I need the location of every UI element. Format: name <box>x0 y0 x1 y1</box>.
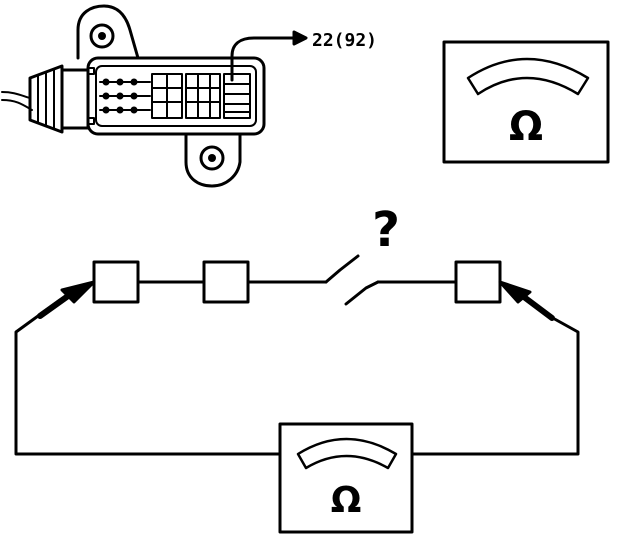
circuit <box>14 254 580 456</box>
ohmmeter-bottom <box>278 422 414 534</box>
ohmmeter-top-case <box>442 40 610 164</box>
open-circuit-question-mark: ? <box>372 202 400 258</box>
connector-neck <box>60 68 90 130</box>
wire-break-left <box>324 254 360 284</box>
ohmmeter-top <box>442 40 610 164</box>
ohmmeter-bottom-case <box>278 422 414 534</box>
bolt-hole-top <box>89 23 115 49</box>
pin-callout-line <box>230 36 298 82</box>
probe-lead-right <box>410 310 580 456</box>
ohmmeter-top-symbol: Ω <box>509 104 543 150</box>
mounting-ear-bottom <box>184 132 242 188</box>
terminal-box-right <box>454 260 502 304</box>
bolt-hole-bottom <box>199 145 225 171</box>
connector <box>1 4 266 188</box>
ohmmeter-bottom-symbol: Ω <box>331 480 362 521</box>
probe-lead-left <box>14 298 282 456</box>
pin-grid <box>99 73 251 119</box>
mounting-ear-top <box>76 4 140 60</box>
connector-body <box>86 56 266 136</box>
wire-break-right <box>344 280 380 306</box>
pin-callout-arrowhead <box>292 30 308 46</box>
harness-wires <box>1 91 33 111</box>
terminal-box-left <box>92 260 140 304</box>
pin-callout-label: 22(92) <box>312 30 377 51</box>
terminal-box-middle <box>202 260 250 304</box>
connector-boot <box>28 64 64 134</box>
ohmmeter-bottom-scale <box>296 437 398 470</box>
ohmmeter-top-scale <box>466 57 590 96</box>
